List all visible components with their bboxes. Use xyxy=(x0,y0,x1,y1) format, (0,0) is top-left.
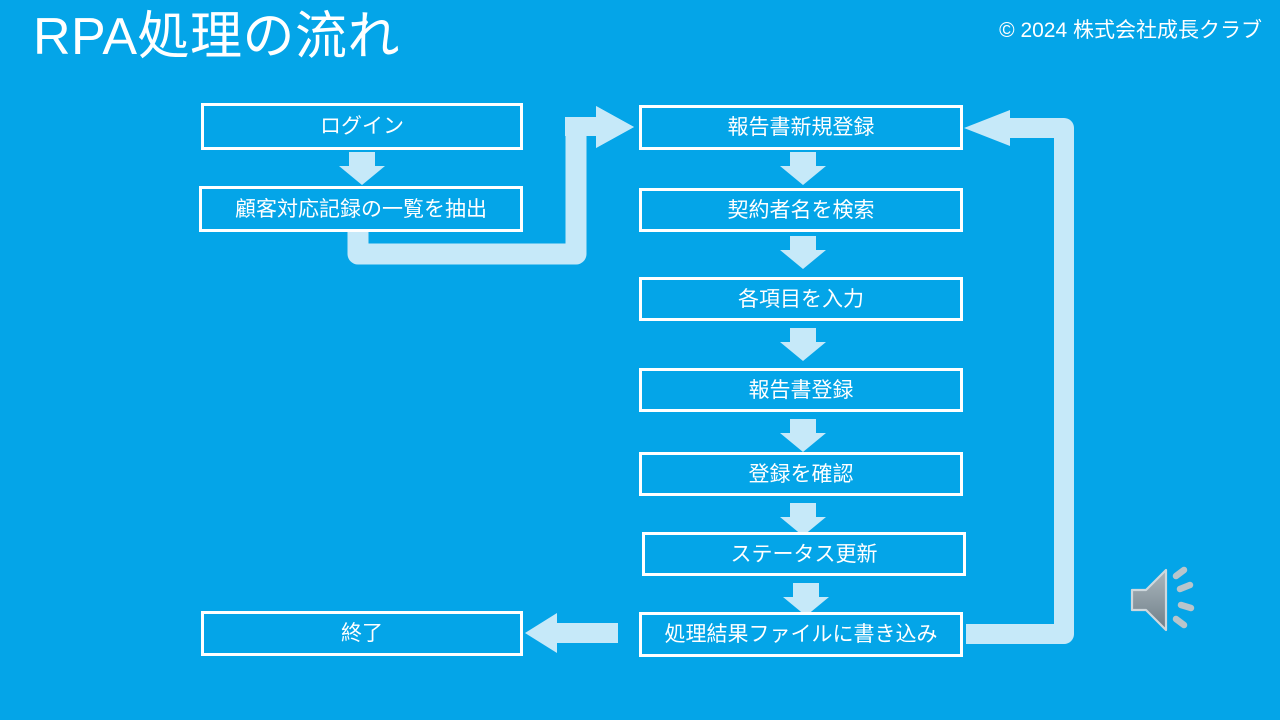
flow-node-enter-fields[interactable]: 各項目を入力 xyxy=(639,277,963,321)
arrow-enterfields-to-register xyxy=(780,328,826,361)
flow-node-register[interactable]: 報告書登録 xyxy=(639,368,963,412)
flow-node-end[interactable]: 終了 xyxy=(201,611,523,656)
flow-node-search-name[interactable]: 契約者名を検索 xyxy=(639,188,963,232)
arrow-register-to-confirm xyxy=(780,419,826,452)
flow-node-update-status[interactable]: ステータス更新 xyxy=(642,532,966,576)
flow-node-extract[interactable]: 顧客対応記録の一覧を抽出 xyxy=(199,186,523,232)
arrow-newreport-to-search xyxy=(780,152,826,185)
flow-node-enter-fields-label: 各項目を入力 xyxy=(738,287,864,311)
flow-node-update-status-label: ステータス更新 xyxy=(730,542,878,566)
flow-node-new-report-label: 報告書新規登録 xyxy=(727,116,875,139)
flow-node-end-label: 終了 xyxy=(341,622,383,645)
flow-node-confirm[interactable]: 登録を確認 xyxy=(639,452,963,496)
arrow-extract-to-newreport xyxy=(347,106,634,265)
page-title: RPA処理の流れ xyxy=(33,8,401,66)
copyright-notice: © 2024 株式会社成長クラブ xyxy=(999,19,1262,42)
flow-node-new-report[interactable]: 報告書新規登録 xyxy=(639,105,963,150)
arrow-writefile-loop-to-newreport xyxy=(964,110,1074,644)
arrow-writefile-to-end xyxy=(525,613,618,653)
flow-node-confirm-label: 登録を確認 xyxy=(748,462,854,486)
speaker-icon[interactable] xyxy=(1126,562,1206,638)
flow-node-write-file-label: 処理結果ファイルに書き込み xyxy=(664,623,938,646)
arrow-search-to-enterfields xyxy=(780,236,826,269)
flow-node-login[interactable]: ログイン xyxy=(201,103,523,150)
flow-node-extract-label: 顧客対応記録の一覧を抽出 xyxy=(235,197,487,221)
flow-node-write-file[interactable]: 処理結果ファイルに書き込み xyxy=(639,612,963,657)
flow-node-search-name-label: 契約者名を検索 xyxy=(727,198,875,222)
flow-node-register-label: 報告書登録 xyxy=(748,378,854,402)
arrow-login-to-extract xyxy=(339,152,385,185)
flow-node-login-label: ログイン xyxy=(320,115,404,138)
